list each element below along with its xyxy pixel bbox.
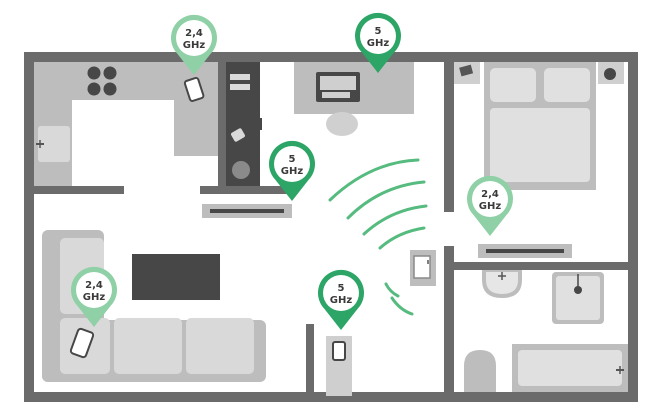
laptop-icon [316,72,360,102]
sofa-icon [42,230,266,382]
living-room [42,230,266,382]
pin-band-value: 2,4 [85,280,103,291]
kitchen-sink [38,126,70,162]
pin-band-value: 2,4 [481,189,499,200]
pin-band-unit: GHz [330,295,353,306]
kitchen [34,62,262,186]
desk [294,62,414,136]
walls [24,52,638,402]
bathroom [464,270,628,392]
pin-band-value: 5 [375,26,382,37]
pin-band-unit: GHz [367,38,390,49]
pin-band-unit: GHz [183,40,206,51]
pin-band-value: 5 [338,283,345,294]
bedroom [454,62,624,190]
stove-icon [87,66,117,96]
pin-band-unit: GHz [83,292,106,303]
pin-band-unit: GHz [281,166,304,177]
tv-icon [132,254,220,300]
kitchen-counter-left [34,62,72,186]
kitchen-counter-right [174,62,218,156]
pin-band-unit: GHz [479,201,502,212]
phone-icon [69,327,95,359]
wifi-waves-icon [328,158,428,316]
pin-band-value: 5 [289,154,296,165]
router-icon [410,250,436,286]
phone-icon [332,341,346,361]
pin-band-value: 2,4 [185,28,203,39]
toilet-icon [464,350,496,392]
phone-icon [183,76,205,102]
